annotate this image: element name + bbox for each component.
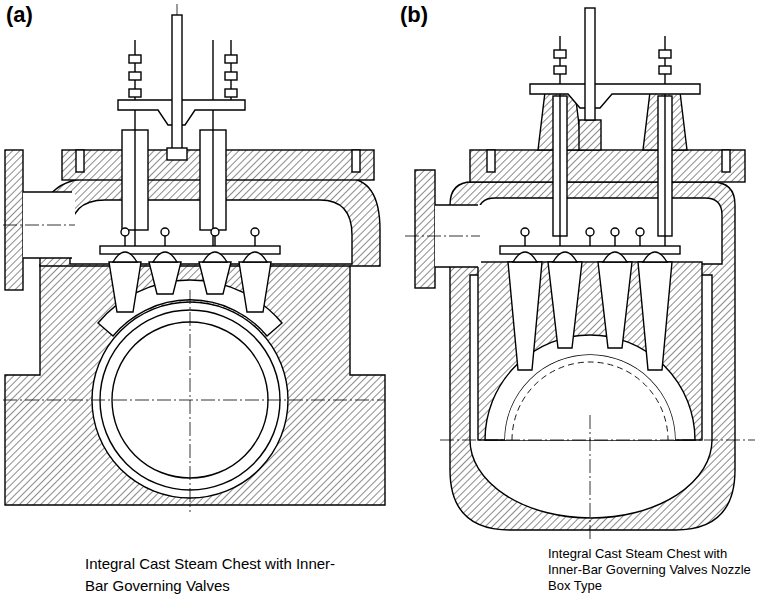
lift-nut	[167, 148, 187, 160]
stud-nut	[225, 89, 237, 97]
nozzle	[508, 262, 542, 370]
stud-nut	[129, 89, 141, 97]
yoke	[530, 84, 700, 108]
center-line	[405, 236, 480, 237]
spindle-nut	[521, 228, 529, 236]
stud-nut	[659, 50, 671, 58]
nozzle	[638, 262, 672, 370]
nozzle	[598, 262, 632, 348]
valve-head	[553, 252, 577, 262]
center-line	[3, 225, 75, 226]
nozzle	[149, 262, 181, 294]
figure-caption: Integral Cast Steam Chest with Inner-Bar…	[548, 546, 754, 594]
cover-bolt	[76, 150, 84, 172]
figure-caption: Integral Cast Steam Chest with Inner-Bar…	[85, 553, 340, 597]
stud-nut	[554, 50, 566, 58]
center-line	[190, 290, 191, 512]
stud-nut	[129, 55, 141, 63]
lift-rod	[172, 15, 182, 155]
stud-nut	[554, 66, 566, 74]
cover-bolt	[487, 150, 495, 172]
stud-nut	[225, 55, 237, 63]
stud-nut	[225, 72, 237, 80]
inlet-flange	[5, 150, 23, 290]
nozzle	[548, 262, 582, 348]
nozzle-box	[478, 262, 702, 440]
inlet-wall	[435, 266, 478, 267]
spindle-nut	[121, 228, 129, 236]
nozzle	[109, 262, 141, 312]
stud-nut	[129, 72, 141, 80]
casing-body	[450, 182, 735, 530]
valve-head	[203, 252, 227, 262]
spindle-nut	[251, 228, 259, 236]
center-boss	[579, 120, 601, 150]
valve-stem	[212, 40, 213, 246]
spindle-nut	[161, 228, 169, 236]
inlet-flange	[415, 170, 435, 288]
valve-head	[643, 252, 667, 262]
cover-plate	[470, 150, 745, 182]
nozzle	[199, 262, 231, 294]
chest-cavity	[478, 198, 722, 264]
panel-letter: (a)	[6, 2, 66, 28]
inlet-wall	[23, 191, 72, 192]
cover-bolt	[352, 150, 360, 172]
center-line	[440, 440, 755, 441]
panel-a-section	[3, 4, 385, 512]
valve-head	[243, 252, 267, 262]
center-line	[177, 4, 178, 15]
stud-nut	[659, 66, 671, 74]
inlet-wall	[23, 257, 72, 258]
valve-head	[513, 252, 537, 262]
panel-b-section	[405, 8, 755, 540]
lower-casing	[5, 265, 385, 505]
spindle-nut	[586, 228, 594, 236]
spindle-nut	[636, 228, 644, 236]
spindle-nut	[211, 228, 219, 236]
spindle-nut	[611, 228, 619, 236]
valve-head	[153, 252, 177, 262]
valve-head	[603, 252, 627, 262]
center-line	[3, 400, 385, 401]
valve-head	[113, 252, 137, 262]
cover-bolt	[722, 150, 730, 172]
center-line	[590, 415, 591, 540]
valve-stem	[134, 40, 135, 246]
inlet-wall	[435, 204, 478, 205]
panel-letter: (b)	[400, 2, 460, 28]
nozzle	[239, 262, 271, 312]
lift-rod	[585, 8, 595, 120]
